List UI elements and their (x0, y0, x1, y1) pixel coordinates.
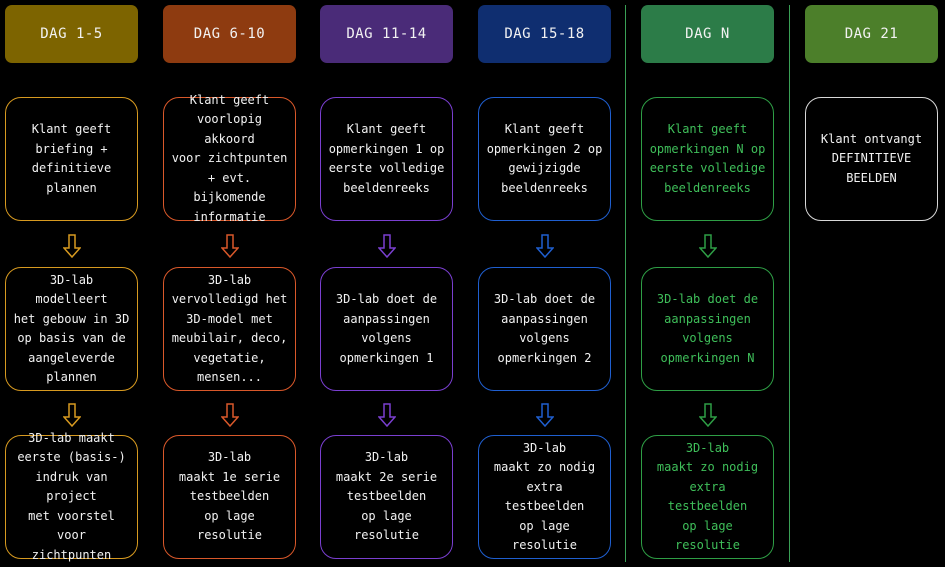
column-header: DAG 21 (805, 5, 938, 63)
step-box: 3D-lab maakt 1e serie testbeelden op lag… (163, 435, 296, 559)
down-arrow-icon (377, 403, 396, 427)
step-box: Klant geeft briefing + definitieve plann… (5, 97, 138, 221)
down-arrow-icon (220, 234, 239, 258)
step-box: 3D-lab doet de aanpassingen volgens opme… (320, 267, 453, 391)
down-arrow-icon (698, 403, 717, 427)
step-box: 3D-lab modelleert het gebouw in 3D op ba… (5, 267, 138, 391)
step-box: 3D-lab doet de aanpassingen volgens opme… (641, 267, 774, 391)
step-box: Klant geeft opmerkingen 1 op eerste voll… (320, 97, 453, 221)
down-arrow-icon (698, 234, 717, 258)
column-header: DAG 6-10 (163, 5, 296, 63)
step-box: 3D-lab maakt 2e serie testbeelden op lag… (320, 435, 453, 559)
step-box: Klant ontvangt DEFINITIEVE BEELDEN (805, 97, 938, 221)
column-header: DAG N (641, 5, 774, 63)
step-box: 3D-lab maakt zo nodig extra testbeelden … (478, 435, 611, 559)
step-box: 3D-lab vervolledigd het 3D-model met meu… (163, 267, 296, 391)
step-box: 3D-lab doet de aanpassingen volgens opme… (478, 267, 611, 391)
down-arrow-icon (535, 234, 554, 258)
column-header: DAG 11-14 (320, 5, 453, 63)
column-header: DAG 1-5 (5, 5, 138, 63)
separator-line (625, 5, 626, 562)
step-box: 3D-lab maakt eerste (basis-) indruk van … (5, 431, 138, 562)
separator-line (789, 5, 790, 562)
down-arrow-icon (62, 234, 81, 258)
step-box: Klant geeft voorlopig akkoord voor zicht… (163, 93, 296, 224)
step-box: 3D-lab maakt zo nodig extra testbeelden … (641, 435, 774, 559)
down-arrow-icon (377, 234, 396, 258)
down-arrow-icon (535, 403, 554, 427)
down-arrow-icon (62, 403, 81, 427)
column-header: DAG 15-18 (478, 5, 611, 63)
step-box: Klant geeft opmerkingen 2 op gewijzigde … (478, 97, 611, 221)
step-box: Klant geeft opmerkingen N op eerste voll… (641, 97, 774, 221)
down-arrow-icon (220, 403, 239, 427)
